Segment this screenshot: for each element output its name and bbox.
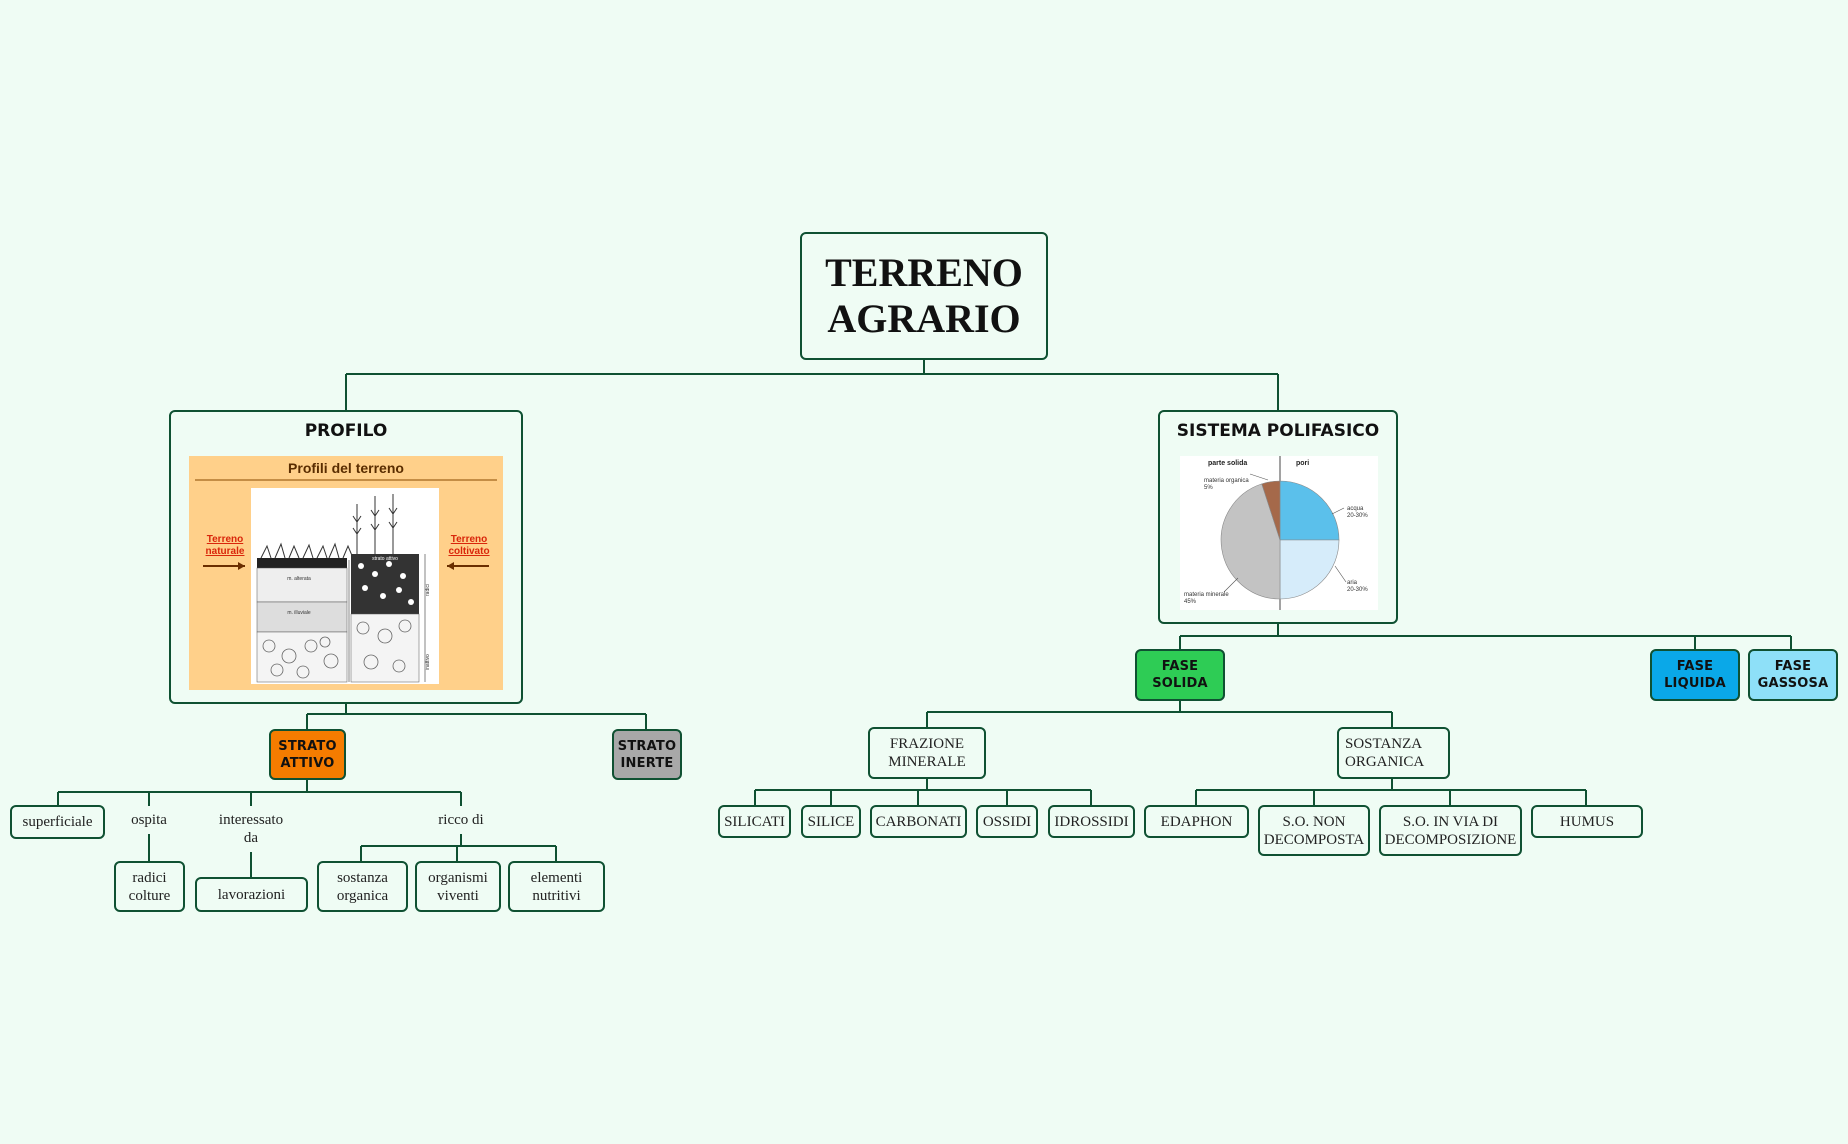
organismi-viventi-node[interactable]: organismi viventi	[415, 861, 501, 912]
profile-layer-c-label: strato attivo	[372, 556, 398, 562]
radici-colture-node[interactable]: radici colture	[114, 861, 185, 912]
edaphon-node[interactable]: EDAPHON	[1144, 805, 1249, 838]
root-node-terreno-agrario[interactable]: TERRENO AGRARIO	[800, 232, 1048, 360]
ospita-label[interactable]: ospita	[131, 812, 167, 828]
silice-node[interactable]: SILICE	[801, 805, 861, 838]
ricco-di-label[interactable]: ricco di	[438, 812, 484, 828]
terreno-naturale-label-2: naturale	[206, 546, 245, 557]
pie-label-acqua-1: acqua	[1347, 506, 1364, 512]
ossidi-node[interactable]: OSSIDI	[976, 805, 1038, 838]
pie-label-minerale-1: materia minerale	[1184, 592, 1229, 598]
pie-label-acqua-2: 20-30%	[1347, 513, 1368, 519]
terreno-naturale-label-1: Terreno	[207, 534, 244, 545]
pie-label-minerale-2: 45%	[1184, 599, 1197, 605]
profile-image-header: Profili del terreno	[288, 460, 404, 476]
strato-attivo-node[interactable]: STRATO ATTIVO	[269, 729, 346, 780]
pie-label-organica-2: 5%	[1204, 485, 1213, 491]
fase-solida-node[interactable]: FASE SOLIDA	[1135, 649, 1225, 701]
pie-slice-acqua	[1279, 480, 1340, 541]
arrow-right-icon	[203, 562, 245, 570]
profile-layer-b-label: m. illuviale	[287, 610, 311, 616]
fase-liquida-node[interactable]: FASE LIQUIDA	[1650, 649, 1740, 701]
sistema-polifasico-title: SISTEMA POLIFASICO	[1176, 421, 1380, 441]
so-in-via-di-decomposizione-node[interactable]: S.O. IN VIA DI DECOMPOSIZIONE	[1379, 805, 1522, 856]
arrow-left-icon	[447, 562, 489, 570]
pie-header-left: parte solida	[1208, 460, 1247, 467]
idrossidi-node[interactable]: IDROSSIDI	[1048, 805, 1135, 838]
terreno-coltivato-label-2: coltivato	[448, 546, 489, 557]
interessato-da-label[interactable]: interessato da	[218, 812, 284, 846]
profile-side-label: radici	[425, 584, 431, 596]
polyphasic-pie-chart: parte solida pori materia organica 5% ac…	[1180, 456, 1378, 610]
soil-profile-image: Profili del terreno m. alterata m. illuv…	[189, 456, 503, 690]
silicati-node[interactable]: SILICATI	[718, 805, 791, 838]
frazione-minerale-node[interactable]: FRAZIONE MINERALE	[868, 727, 986, 779]
sistema-polifasico-node[interactable]: SISTEMA POLIFASICO parte solida pori mat…	[1158, 410, 1398, 624]
humus-node[interactable]: HUMUS	[1531, 805, 1643, 838]
pie-label-aria-2: 20-30%	[1347, 587, 1368, 593]
pie-slice-aria	[1279, 539, 1340, 600]
profilo-title: PROFILO	[304, 421, 388, 441]
fase-gassosa-node[interactable]: FASE GASSOSA	[1748, 649, 1838, 701]
sostanza-organica-child-node[interactable]: sostanza organica	[317, 861, 408, 912]
pie-header-right: pori	[1296, 460, 1309, 467]
so-non-decomposta-node[interactable]: S.O. NON DECOMPOSTA	[1258, 805, 1370, 856]
profile-layer-a-label: m. alterata	[287, 576, 311, 582]
sostanza-organica-node[interactable]: SOSTANZA ORGANICA	[1337, 727, 1450, 779]
pie-label-organica-1: materia organica	[1204, 478, 1249, 484]
superficiale-node[interactable]: superficiale	[10, 805, 105, 839]
terreno-coltivato-label-1: Terreno	[451, 534, 488, 545]
carbonati-node[interactable]: CARBONATI	[870, 805, 967, 838]
pie-slice-minerale	[1220, 483, 1281, 600]
strato-inerte-node[interactable]: STRATO INERTE	[612, 729, 682, 780]
profilo-node[interactable]: PROFILO Profili del terreno m. alterata …	[169, 410, 523, 704]
elementi-nutritivi-node[interactable]: elementi nutritivi	[508, 861, 605, 912]
pie-slice-organica	[1261, 480, 1281, 541]
pie-label-aria-1: aria	[1347, 580, 1358, 586]
lavorazioni-node[interactable]: lavorazioni	[195, 877, 308, 912]
profile-side-label-2: inattivo	[425, 654, 431, 670]
